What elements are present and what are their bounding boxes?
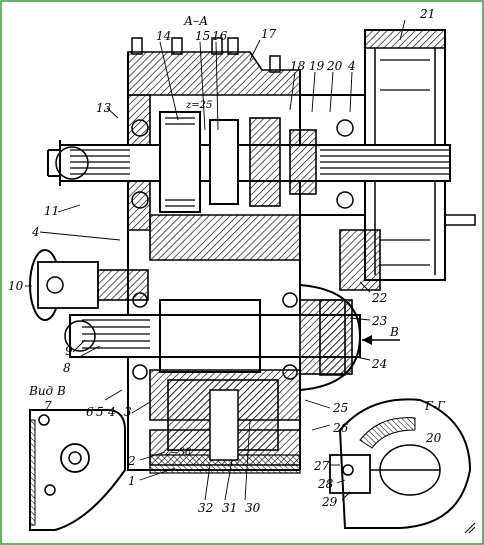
view-label-b: Вид В (28, 384, 66, 398)
callout-11: 11 (44, 204, 59, 218)
labels: А–А Вид В Г-Г z=25 z=38 В 1 2 3 4 5 6 7 … (8, 7, 446, 515)
callout-27: 27 (313, 459, 330, 473)
corner-grip-icon (464, 522, 476, 534)
callout-14: 14 (156, 29, 171, 43)
callout-17: 17 (261, 27, 277, 41)
callout-15: 15 (195, 29, 210, 43)
section-label-aa: А–А (183, 14, 208, 28)
middle-flange (29, 249, 149, 321)
bottom-gear (167, 379, 279, 461)
callout-3: 3 (124, 405, 132, 419)
callout-7: 7 (44, 399, 52, 413)
callout-30: 30 (245, 501, 261, 515)
section-label-gg: Г-Г (424, 399, 446, 413)
callout-20-detail: 20 (425, 431, 442, 445)
callout-23: 23 (371, 314, 388, 328)
callout-5: 5 (96, 405, 104, 419)
view-arrow-label: В (389, 325, 399, 339)
leader-lines (25, 19, 406, 501)
view-b-detail (29, 409, 126, 531)
callout-28: 28 (317, 477, 334, 491)
lower-shaft (64, 284, 362, 391)
callout-29: 29 (321, 495, 338, 509)
tooth-label-z25: z=25 (185, 100, 212, 111)
callout-26: 26 (332, 421, 349, 435)
callout-22: 22 (371, 291, 387, 305)
section-g-detail (329, 398, 472, 529)
view-arrow (362, 335, 400, 345)
callout-19: 19 (309, 59, 325, 73)
top-bolts (131, 37, 281, 73)
callout-4-left: 4 (31, 225, 40, 239)
callout-10: 10 (8, 279, 24, 293)
tooth-label-z38: z=38 (164, 447, 191, 458)
callout-1: 1 (128, 474, 136, 488)
callout-6: 6 (86, 405, 94, 419)
callout-20: 20 (326, 59, 343, 73)
callout-31: 31 (222, 501, 237, 515)
callout-4-lower: 4 (107, 405, 116, 419)
callout-9: 9 (65, 344, 73, 358)
callout-8: 8 (63, 361, 71, 375)
callout-18: 18 (290, 59, 306, 73)
callout-16: 16 (212, 29, 228, 43)
callout-32: 32 (198, 501, 213, 515)
callout-24: 24 (371, 357, 387, 371)
callout-4-upper: 4 (347, 59, 356, 73)
callout-21: 21 (419, 7, 435, 21)
callout-13: 13 (96, 101, 112, 115)
upper-shaft (47, 111, 451, 213)
callout-2: 2 (127, 454, 136, 468)
callout-25: 25 (332, 401, 348, 415)
